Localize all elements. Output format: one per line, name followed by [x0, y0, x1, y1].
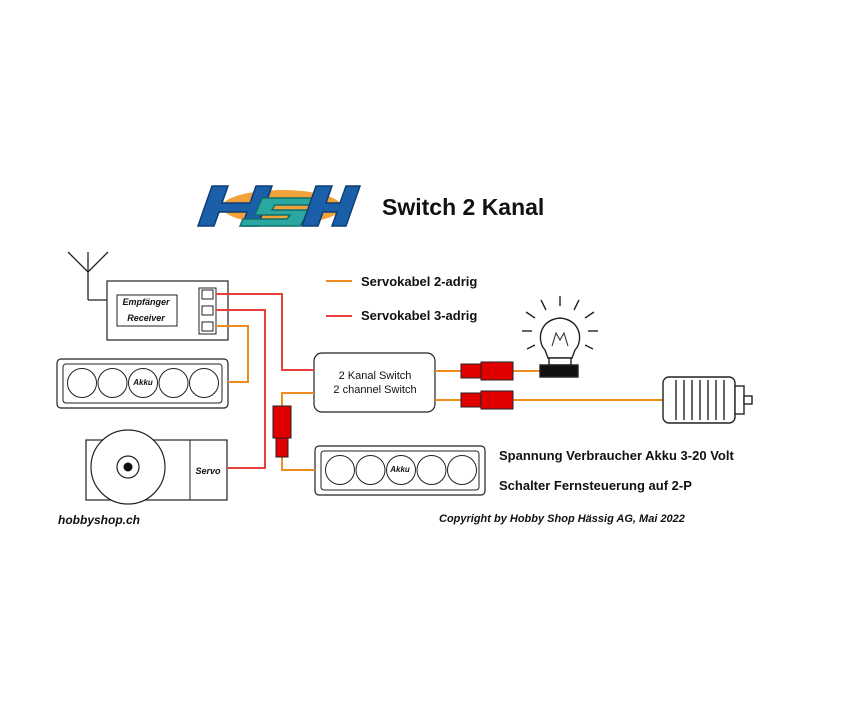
receiver-label-box	[116, 294, 178, 327]
receiver-port-1	[201, 289, 214, 300]
note-switch-setting: Schalter Fernsteuerung auf 2-P	[499, 478, 692, 493]
light-bulb-icon	[522, 296, 598, 378]
battery-2-cell-1	[325, 455, 355, 485]
battery-2-cell-5	[447, 455, 477, 485]
battery-2-cells	[325, 455, 477, 485]
logo-letter-h-right	[300, 185, 362, 227]
battery-1-cell-5	[189, 368, 219, 398]
servo-axle	[123, 462, 133, 472]
receiver-port-2	[201, 305, 214, 316]
wires	[216, 293, 663, 471]
legend-label-2-wire: Servokabel 2-adrig	[361, 274, 478, 289]
battery-2-cell-4	[416, 455, 447, 485]
wire-receiver-ch1-to-switch	[216, 293, 314, 371]
battery-2-label: Akku	[390, 465, 410, 474]
connector-output-1	[460, 361, 514, 381]
wire-connector-to-battery-2	[281, 457, 315, 471]
battery-2-cell-3	[386, 455, 416, 485]
battery-1-cell-1	[67, 368, 97, 398]
battery-1-cells	[67, 368, 219, 398]
servo-label: Servo	[195, 466, 221, 476]
battery-1-label: Akku	[133, 378, 153, 387]
receiver-port-3	[201, 321, 214, 332]
battery-1-cell-3	[128, 368, 158, 398]
antenna-icon	[67, 251, 109, 301]
receiver-label-line2: Receiver	[127, 313, 165, 323]
wire-receiver-ch2-to-servo	[216, 309, 266, 469]
footer-website: hobbyshop.ch	[58, 513, 140, 527]
hsh-logo	[196, 185, 362, 227]
page-title: Switch 2 Kanal	[382, 194, 545, 220]
motor-icon	[662, 376, 753, 424]
footer-copyright: Copyright by Hobby Shop Hässig AG, Mai 2…	[439, 513, 685, 525]
wire-switch-to-battery-connector	[281, 392, 314, 407]
connector-output-2	[460, 390, 514, 410]
battery-2-cell-2	[355, 455, 386, 485]
switch-label-line1: 2 Kanal Switch	[339, 370, 412, 382]
connector-vertical	[272, 405, 292, 458]
legend-label-3-wire: Servokabel 3-adrig	[361, 308, 478, 323]
switch-box	[313, 352, 436, 413]
receiver-label-line1: Empfänger	[122, 297, 170, 307]
battery-1-cell-2	[97, 368, 128, 398]
battery-1-cell-4	[158, 368, 189, 398]
switch-label-line2: 2 channel Switch	[333, 384, 416, 396]
wire-receiver-to-battery	[216, 325, 249, 383]
note-voltage: Spannung Verbraucher Akku 3-20 Volt	[499, 448, 734, 463]
